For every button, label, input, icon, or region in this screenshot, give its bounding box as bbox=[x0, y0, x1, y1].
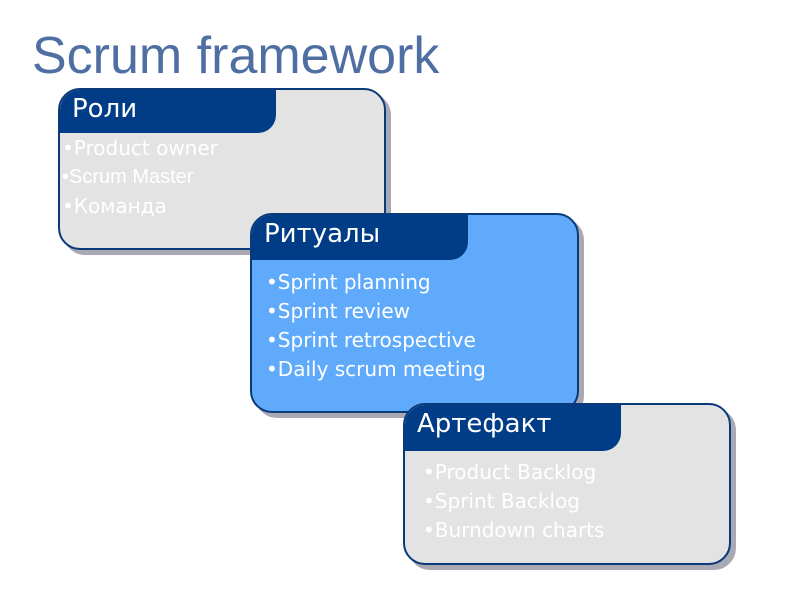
slide-title: Scrum framework bbox=[32, 27, 440, 85]
list-item: •Daily scrum meeting bbox=[266, 357, 486, 381]
list-item: •Sprint Backlog bbox=[423, 489, 580, 513]
roles-box: Роли •Product owner •Scrum Master •Коман… bbox=[58, 88, 386, 250]
list-item: •Scrum Master bbox=[62, 166, 194, 188]
roles-header: Роли bbox=[60, 90, 276, 133]
artifacts-list: •Product Backlog •Sprint Backlog •Burndo… bbox=[423, 458, 604, 545]
rituals-header: Ритуалы bbox=[252, 215, 468, 260]
artifacts-box: Артефакт •Product Backlog •Sprint Backlo… bbox=[403, 403, 731, 565]
list-item: •Product Backlog bbox=[423, 460, 597, 484]
roles-list: •Product owner •Scrum Master •Команда bbox=[62, 134, 218, 221]
list-item: •Sprint planning bbox=[266, 270, 431, 294]
list-item: •Sprint retrospective bbox=[266, 328, 476, 352]
list-item: •Sprint review bbox=[266, 299, 410, 323]
list-item: •Burndown charts bbox=[423, 518, 605, 542]
rituals-box: Ритуалы •Sprint planning •Sprint review … bbox=[250, 213, 579, 413]
list-item: •Product owner bbox=[62, 136, 218, 160]
rituals-list: •Sprint planning •Sprint review •Sprint … bbox=[266, 268, 486, 384]
list-item: •Команда bbox=[62, 194, 167, 218]
artifacts-header: Артефакт bbox=[405, 405, 621, 451]
